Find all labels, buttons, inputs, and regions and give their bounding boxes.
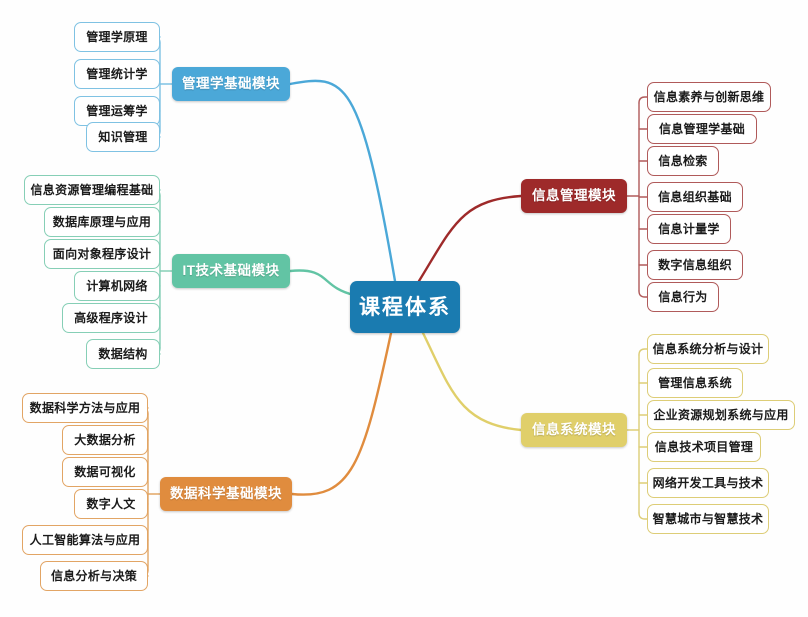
module-node-infomanagement[interactable]: 信息管理模块 bbox=[521, 179, 627, 213]
leaf-node[interactable]: 信息管理学基础 bbox=[647, 114, 757, 144]
module-node-datascience[interactable]: 数据科学基础模块 bbox=[160, 477, 292, 511]
leaf-node[interactable]: 信息检索 bbox=[647, 146, 719, 176]
leaf-node[interactable]: 面向对象程序设计 bbox=[44, 239, 160, 269]
leaf-node[interactable]: 管理信息系统 bbox=[647, 368, 743, 398]
leaf-node[interactable]: 信息系统分析与设计 bbox=[647, 334, 769, 364]
leaf-node[interactable]: 信息分析与决策 bbox=[40, 561, 148, 591]
leaf-node[interactable]: 人工智能算法与应用 bbox=[22, 525, 148, 555]
root-node-course-system[interactable]: 课程体系 bbox=[350, 281, 460, 333]
leaf-node[interactable]: 知识管理 bbox=[86, 122, 160, 152]
leaf-node[interactable]: 信息素养与创新思维 bbox=[647, 82, 771, 112]
leaf-node[interactable]: 数据结构 bbox=[86, 339, 160, 369]
leaf-node[interactable]: 信息资源管理编程基础 bbox=[24, 175, 160, 205]
leaf-node[interactable]: 数据科学方法与应用 bbox=[22, 393, 148, 423]
leaf-node[interactable]: 企业资源规划系统与应用 bbox=[647, 400, 795, 430]
leaf-node[interactable]: 信息计量学 bbox=[647, 214, 731, 244]
module-node-management[interactable]: 管理学基础模块 bbox=[172, 67, 290, 101]
leaf-node[interactable]: 高级程序设计 bbox=[62, 303, 160, 333]
leaf-node[interactable]: 信息技术项目管理 bbox=[647, 432, 761, 462]
leaf-node[interactable]: 数字信息组织 bbox=[647, 250, 743, 280]
leaf-node[interactable]: 数据库原理与应用 bbox=[44, 207, 160, 237]
leaf-node[interactable]: 数字人文 bbox=[74, 489, 148, 519]
leaf-node[interactable]: 计算机网络 bbox=[74, 271, 160, 301]
leaf-node[interactable]: 大数据分析 bbox=[62, 425, 148, 455]
leaf-node[interactable]: 智慧城市与智慧技术 bbox=[647, 504, 769, 534]
leaf-node[interactable]: 信息组织基础 bbox=[647, 182, 743, 212]
leaf-node[interactable]: 网络开发工具与技术 bbox=[647, 468, 769, 498]
leaf-node[interactable]: 管理学原理 bbox=[74, 22, 160, 52]
leaf-node[interactable]: 管理统计学 bbox=[74, 59, 160, 89]
leaf-node[interactable]: 信息行为 bbox=[647, 282, 719, 312]
module-node-it[interactable]: IT技术基础模块 bbox=[172, 254, 290, 288]
module-node-infosystem[interactable]: 信息系统模块 bbox=[521, 413, 627, 447]
leaf-node[interactable]: 数据可视化 bbox=[62, 457, 148, 487]
